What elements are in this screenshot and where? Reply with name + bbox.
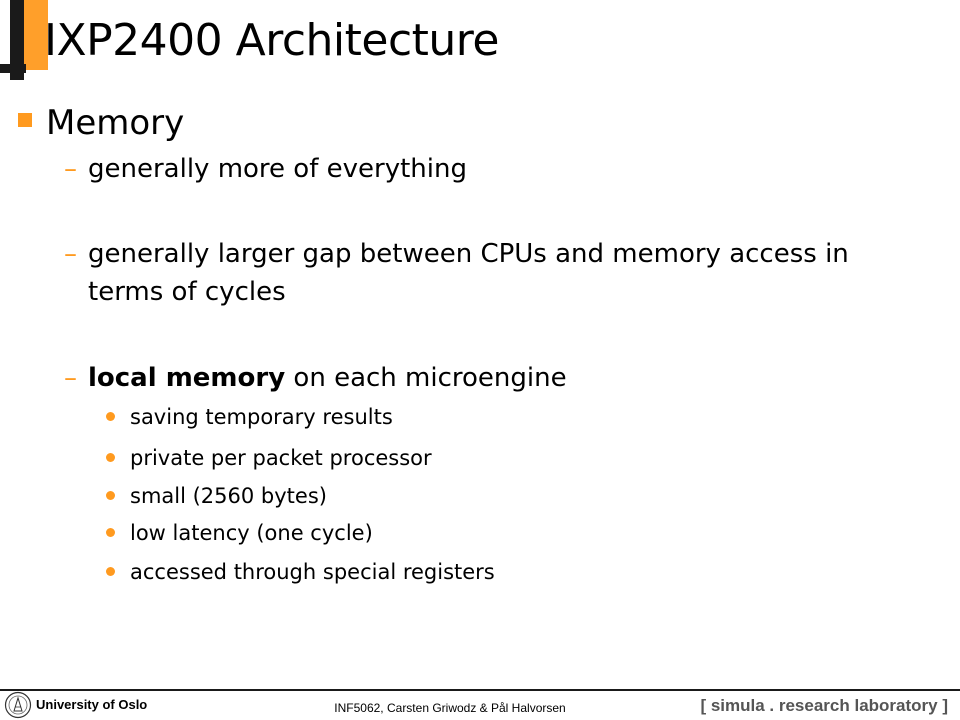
subitem-text: generally more of everything (88, 154, 467, 184)
subsubitem-text: accessed through special registers (130, 560, 495, 584)
subsubitem-text: low latency (one cycle) (130, 521, 373, 545)
subitem-rest-text: on each microengine (285, 363, 567, 393)
dot-bullet-icon (106, 453, 115, 462)
subsubitem-text: private per packet processor (130, 446, 432, 470)
title-accent-orange (20, 0, 48, 70)
title-accent-bar (10, 0, 24, 80)
dash-icon: – (64, 239, 77, 269)
subsubitem-text: small (2560 bytes) (130, 484, 327, 508)
footer-authors: INF5062, Carsten Griwodz & Pål Halvorsen (334, 701, 566, 715)
dash-icon: – (64, 154, 77, 184)
dot-bullet-icon (106, 412, 115, 421)
footer-university: University of Oslo (36, 697, 148, 712)
subitem-text: generally larger gap between CPUs and me… (88, 239, 849, 307)
university-seal-icon (4, 691, 32, 719)
subitem-bold-text: local memory (88, 363, 286, 393)
subitem-larger-gap: – generally larger gap between CPUs and … (64, 235, 924, 311)
dot-bullet-icon (106, 491, 115, 500)
subsubitem-text: saving temporary results (130, 405, 393, 429)
bullet-text: Memory (46, 103, 185, 143)
footer-divider (0, 689, 960, 691)
dot-bullet-icon (106, 567, 115, 576)
subitem-text: local memory on each microengine (88, 359, 924, 397)
slide-title: IXP2400 Architecture (44, 15, 500, 66)
subitem-more-of-everything: – generally more of everything (64, 150, 924, 188)
square-bullet-icon (18, 113, 32, 127)
subitem-local-memory: – local memory on each microengine (64, 359, 924, 397)
dot-bullet-icon (106, 528, 115, 537)
dash-icon: – (64, 363, 77, 393)
footer-lab-logo: [ simula . research laboratory ] (700, 696, 948, 715)
title-accent-underbar (0, 64, 26, 73)
